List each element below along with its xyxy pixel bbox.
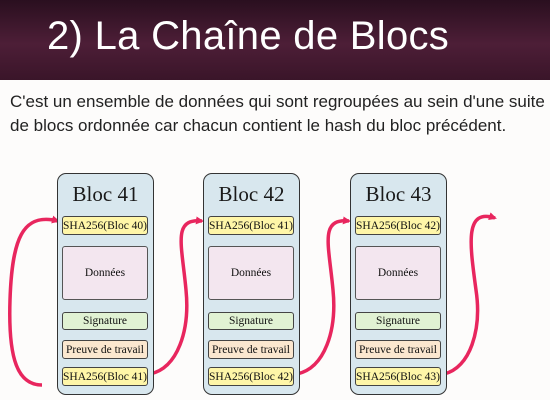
proof-of-work-cell: Preuve de travail [355, 340, 441, 359]
block-hash-cell: SHA256(Bloc 41) [62, 367, 148, 386]
slide-description: C'est un ensemble de données qui sont re… [10, 92, 545, 135]
data-cell: Données [355, 246, 441, 300]
data-cell: Données [208, 246, 294, 300]
previous-hash-cell: SHA256(Bloc 41) [208, 216, 294, 235]
slide-title: 2) La Chaîne de Blocs [47, 14, 450, 58]
block-hash-cell: SHA256(Bloc 42) [208, 367, 294, 386]
data-cell: Données [62, 246, 148, 300]
proof-of-work-cell: Preuve de travail [62, 340, 148, 359]
incoming-arrow [8, 215, 60, 387]
signature-cell: Signature [355, 312, 441, 330]
block-42: Bloc 42 SHA256(Bloc 41) Données Signatur… [203, 173, 300, 395]
title-bar: 2) La Chaîne de Blocs [0, 0, 550, 80]
outgoing-arrow [443, 212, 497, 376]
block-41: Bloc 41 SHA256(Bloc 40) Données Signatur… [57, 173, 154, 395]
previous-hash-cell: SHA256(Bloc 42) [355, 216, 441, 235]
block-title: Bloc 42 [218, 182, 285, 206]
block-hash-cell: SHA256(Bloc 43) [355, 367, 441, 386]
signature-cell: Signature [62, 312, 148, 330]
link-arrow-41-42 [149, 216, 204, 376]
block-title: Bloc 43 [365, 182, 432, 206]
previous-hash-cell: SHA256(Bloc 40) [62, 216, 148, 235]
link-arrow-42-43 [296, 216, 351, 376]
proof-of-work-cell: Preuve de travail [208, 340, 294, 359]
block-title: Bloc 41 [72, 182, 139, 206]
signature-cell: Signature [208, 312, 294, 330]
block-43: Bloc 43 SHA256(Bloc 42) Données Signatur… [350, 173, 447, 395]
